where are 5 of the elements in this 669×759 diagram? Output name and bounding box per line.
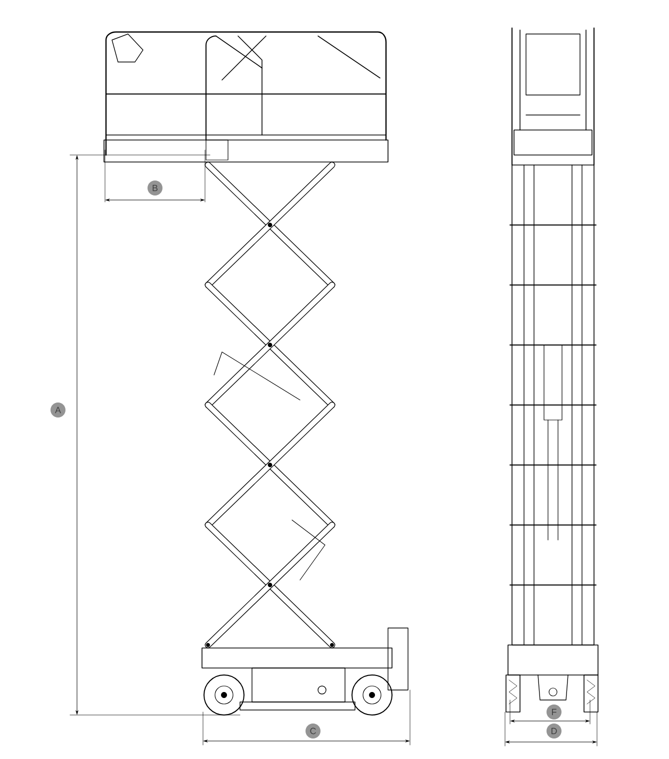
dimension-label: F <box>546 704 562 720</box>
dimension-label: D <box>546 724 562 738</box>
dimension-label: B <box>148 180 162 196</box>
dimension-label: A <box>50 402 66 418</box>
dimension-label: C <box>306 724 320 738</box>
